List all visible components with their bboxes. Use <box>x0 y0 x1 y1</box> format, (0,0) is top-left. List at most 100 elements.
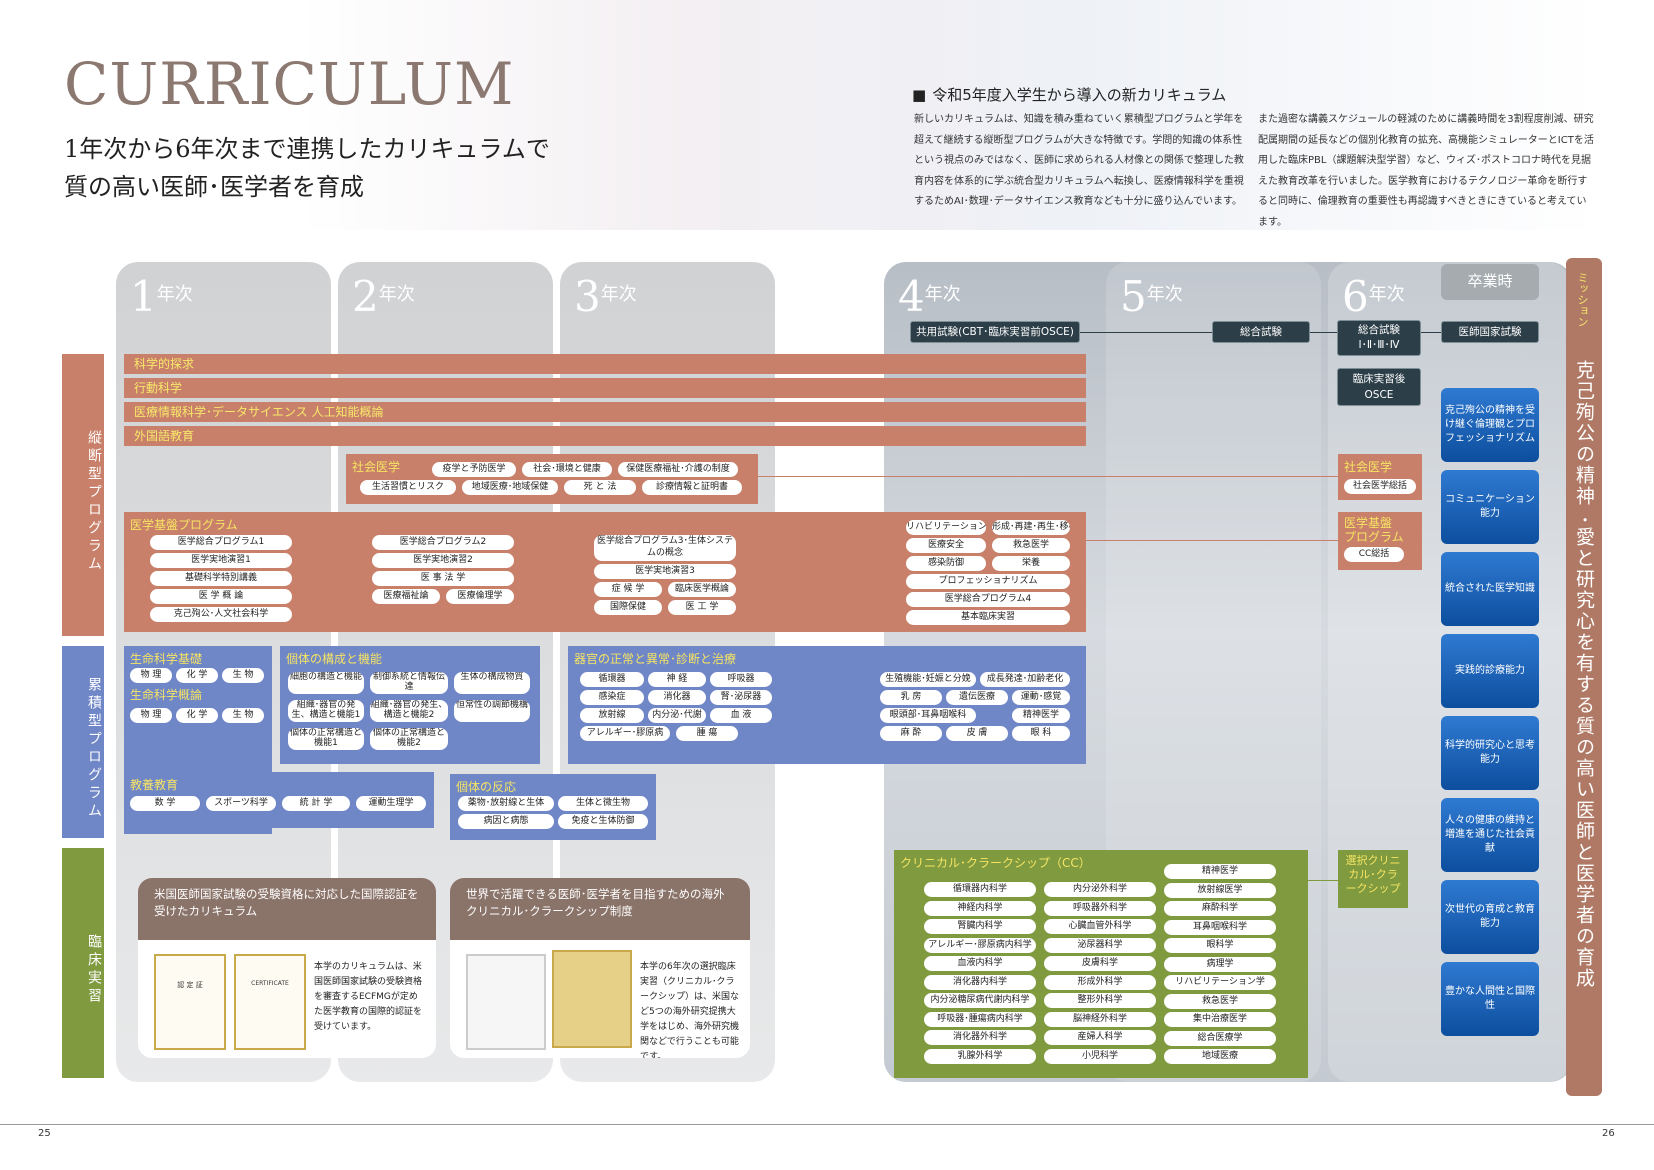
cc-item: 地域医療 <box>1164 1049 1276 1064</box>
mission-item: 人々の健康の維持と増進を通じた社会貢献 <box>1441 798 1539 872</box>
pill-item: 恒常性の調節機構 <box>454 700 530 722</box>
pill-item: 眼 科 <box>1012 726 1070 741</box>
pill-item: 物 理 <box>130 708 172 723</box>
cc-item: 放射線医学 <box>1164 882 1276 898</box>
cc-item: 集中治療医学 <box>1164 1012 1276 1027</box>
header-background <box>300 0 1600 230</box>
intro-para1: 新しいカリキュラムは、知識を積み重ねていく累積型プログラムと学年を超えて継続する… <box>914 114 1244 207</box>
intro-heading: 令和5年度入学生から導入の新カリキュラム <box>912 84 1226 105</box>
pill-item: 放射線 <box>580 708 644 723</box>
cc-item: 心臓血管外科学 <box>1044 919 1156 934</box>
cc-line <box>1308 880 1338 881</box>
pill-item: 診療情報と証明書 <box>642 480 742 495</box>
bar-foreign-language: 外国語教育 <box>124 426 1086 446</box>
side-longitudinal: 縦断型プログラム <box>62 354 104 636</box>
pill-item: プロフェッショナリズム <box>906 574 1070 589</box>
cc-item: 小児科学 <box>1044 1048 1156 1064</box>
mission-label: ミッション <box>1576 272 1589 327</box>
pill-item: 医療福祉論 <box>372 589 440 604</box>
cc-item: 呼吸器･腫瘍病内科学 <box>924 1011 1036 1027</box>
cc-item: 呼吸器外科学 <box>1044 900 1156 916</box>
side-cumulative: 累積型プログラム <box>62 646 104 838</box>
pill-item: 栄養 <box>992 556 1070 571</box>
intro-para2: また過密な講義スケジュールの軽減のために講義時間を3割程度削減、研究配属期間の延… <box>1258 114 1594 228</box>
cc-item: 耳鼻咽喉科学 <box>1164 919 1276 935</box>
card-international-accreditation: 米国医師国家試験の受験資格に対応した国際認証を受けたカリキュラム 認 定 証 C… <box>138 878 436 1058</box>
pill-item: 病因と病態 <box>458 814 554 829</box>
cc-item: 消化器内科学 <box>924 974 1036 990</box>
pill-item: 精神医学 <box>1012 708 1070 723</box>
pill-item: 救急医学 <box>992 538 1070 553</box>
pill-item: 基本臨床実習 <box>906 610 1070 625</box>
pill-item: 制御系統と情報伝達 <box>370 672 448 694</box>
pill-item: 医学実地演習3 <box>594 564 736 579</box>
pill-item: 組織･器官の発生、構造と機能1 <box>288 700 364 722</box>
national-exam: 医師国家試験 <box>1441 321 1539 343</box>
pill-item: 医学総合プログラム3･生体システムの概念 <box>594 535 736 561</box>
pill-item: 感染症 <box>580 690 644 705</box>
pill-item: 数 学 <box>130 796 200 811</box>
mission-item: 次世代の育成と教育能力 <box>1441 880 1539 954</box>
pill-item: 形成･再建･再生･移植 <box>992 520 1070 535</box>
cc-item: 神経内科学 <box>924 900 1036 916</box>
cc-item: 内分泌糖尿病代謝内科学 <box>924 993 1036 1008</box>
social-medicine-title: 社会医学 <box>352 460 401 474</box>
organ-box: 器官の正常と異常･診断と治療 <box>568 646 1086 764</box>
cc-item: リハビリテーション学 <box>1164 975 1276 990</box>
pill-item: 臨床医学概論 <box>668 582 736 597</box>
pill-item: 内分泌･代謝 <box>648 708 706 723</box>
pill-item: 医療安全 <box>906 538 986 553</box>
pill-item: 生体と微生物 <box>558 796 648 811</box>
cc-item: 精神医学 <box>1164 864 1276 879</box>
pill-item: 個体の正常構造と機能2 <box>370 728 448 750</box>
pill-item: 国際保健 <box>594 600 662 615</box>
mission-bar: ミッション克己殉公の精神 ･愛と研究心を有する質の高い医師と医学者の育成 <box>1566 258 1602 1096</box>
exam-line-2 <box>1410 332 1442 333</box>
pill-item: 症 候 学 <box>594 582 662 597</box>
pill-item: 腫 瘍 <box>676 726 738 741</box>
pill-item: 化 学 <box>176 668 218 683</box>
cc-item: アレルギー･膠原病内科学 <box>924 937 1036 953</box>
cc-item: 形成外科学 <box>1044 974 1156 990</box>
pill-item: 麻 酔 <box>880 726 942 741</box>
cc-item: 泌尿器科学 <box>1044 937 1156 953</box>
graduation-label: 卒業時 <box>1441 264 1539 300</box>
pill-item: 成長発達･加齢老化 <box>980 672 1070 687</box>
reaction-title: 個体の反応 <box>456 780 517 794</box>
mission-item: 豊かな人間性と国際性 <box>1441 962 1539 1036</box>
pill-item: 医学総合プログラム2 <box>372 535 514 550</box>
bar-behavioral-science: 行動科学 <box>124 378 1086 398</box>
basic-program-title: 医学基盤プログラム <box>130 518 238 532</box>
mission-item: 実践的診療能力 <box>1441 634 1539 708</box>
pill-item: 生 物 <box>222 668 264 683</box>
pill-item: 基礎科学特別講義 <box>150 571 292 586</box>
pill-item: 医学実地演習1 <box>150 553 292 568</box>
pill-item: スポーツ科学 <box>206 796 276 811</box>
cc-item: 眼科学 <box>1164 938 1276 953</box>
comprehensive-exam-5: 総合試験 <box>1212 321 1310 343</box>
elective-cc: 選択クリニカル･クラークシップ <box>1338 850 1408 908</box>
pill-item: 化 学 <box>176 708 218 723</box>
life-science-box2: 生命科学概論 <box>124 686 272 706</box>
pill-item: 乳 房 <box>880 690 942 705</box>
mission-item: コミュニケーション能力 <box>1441 470 1539 544</box>
pill-item: 医学総合プログラム1 <box>150 535 292 550</box>
life-science-title1: 生命科学基礎 <box>130 652 203 666</box>
cc-item: 腎臓内科学 <box>924 919 1036 934</box>
pill-item: 医学実地演習2 <box>372 553 514 568</box>
pill-item: 医 学 概 論 <box>150 589 292 604</box>
basic-line <box>1086 540 1338 541</box>
cc-item: 麻酔科学 <box>1164 901 1276 916</box>
pill-item: 運動生理学 <box>356 796 426 811</box>
card2-heading: 世界で活躍できる医師･医学者を目指すための海外クリニカル･クラークシップ制度 <box>450 878 750 940</box>
document-image-1 <box>466 954 546 1050</box>
document-image-2 <box>552 950 632 1048</box>
card1-text: 本学のカリキュラムは、米国医師国家試験の受験資格を審査するECFMGが定めた医学… <box>314 962 423 1032</box>
pill-item: 死 と 法 <box>564 480 636 495</box>
pill-item: 医 事 法 学 <box>372 571 514 586</box>
pill-item: 生殖機能･妊娠と分娩 <box>880 672 976 687</box>
mission-item: 克己殉公の精神を受け継ぐ倫理観とプロフェッショナリズム <box>1441 388 1539 462</box>
social-line <box>758 476 1338 477</box>
page-subtitle: 1年次から6年次まで連携したカリキュラムで質の高い医師･医学者を育成 <box>64 130 550 206</box>
pill-item: 社会･環境と健康 <box>522 462 612 477</box>
